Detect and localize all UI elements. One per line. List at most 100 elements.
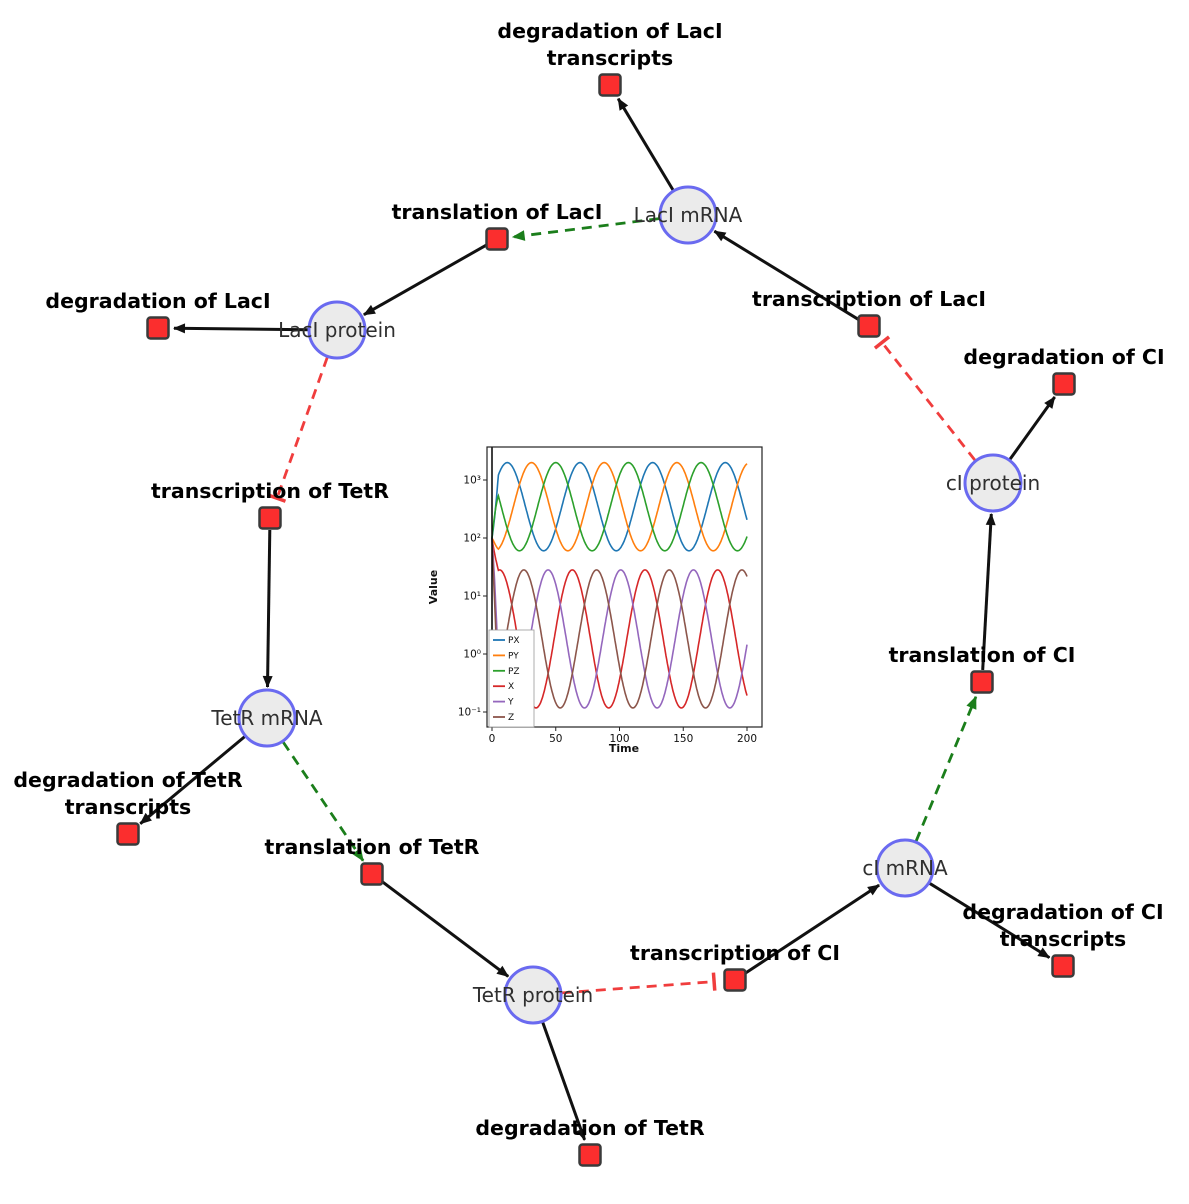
- reaction-label: degradation of LacI: [45, 289, 270, 313]
- y-tick-label: 10¹: [463, 591, 481, 603]
- y-tick-label: 10²: [463, 533, 481, 545]
- x-tick-label: 150: [673, 733, 693, 745]
- reaction-label: transcripts: [547, 46, 674, 70]
- edge-production-tx_tetr-to-tetr_mrna: [262, 529, 273, 688]
- legend-label-px: PX: [508, 636, 520, 646]
- species-label: TetR mRNA: [210, 706, 323, 730]
- y-tick-label: 10³: [463, 475, 481, 487]
- series-line-z: [491, 537, 748, 709]
- chart-axes: 10⁻¹ 10⁰ 10¹ 10² 10³ 0 50 100 150 200: [458, 446, 763, 745]
- reaction-square: [258, 506, 282, 530]
- edge-modifier-laci_mrna-to-tl_laci: [511, 217, 660, 241]
- reaction-label: transcription of TetR: [151, 479, 389, 503]
- reaction-label: transcription of LacI: [752, 287, 986, 311]
- edge-consumption-tetr_mrna-to-deg_tetr_tx: [139, 735, 246, 825]
- edge-production-tl_tetr-to-tetr_protein: [380, 880, 510, 978]
- reaction-label: transcripts: [65, 795, 192, 819]
- legend-box: [488, 629, 535, 728]
- reaction-label: translation of CI: [889, 643, 1076, 667]
- x-tick-label: 50: [549, 733, 562, 745]
- reaction-node-transcription-of-laci: transcription of LacI: [752, 287, 986, 338]
- reaction-label: degradation of CI: [963, 345, 1164, 369]
- legend-label-y: Y: [507, 698, 514, 708]
- edge-layer: [139, 97, 1056, 1141]
- reaction-node-degradation-of-tetr: degradation of TetR: [475, 1116, 705, 1167]
- edge-consumption-ci_protein-to-deg_ci: [1008, 396, 1056, 461]
- edge-consumption-ci_mrna-to-deg_ci_tx: [928, 882, 1051, 959]
- reaction-node-degradation-of-tetr-transcripts: degradation of TetR transcripts: [13, 768, 243, 846]
- species-label: cI protein: [946, 471, 1040, 495]
- reaction-label: transcription of CI: [630, 941, 840, 965]
- reaction-node-transcription-of-tetr: transcription of TetR: [151, 479, 389, 530]
- edge-consumption-tetr_protein-to-deg_tetr: [541, 1021, 587, 1141]
- reaction-label: degradation of CI: [962, 900, 1163, 924]
- series-line-px: [491, 461, 748, 552]
- edge-production-tl_ci-to-ci_protein: [981, 513, 996, 671]
- species-circle: [503, 965, 563, 1025]
- reaction-label: translation of LacI: [392, 200, 603, 224]
- y-tick-label: 10⁻¹: [458, 707, 481, 719]
- species-label: LacI mRNA: [634, 203, 743, 227]
- x-axis-label: Time: [609, 742, 639, 755]
- reaction-square: [146, 316, 170, 340]
- series-line-x: [491, 537, 748, 709]
- species-circle: [658, 185, 718, 245]
- reaction-node-degradation-of-laci: degradation of LacI: [45, 289, 271, 340]
- edge-production-tx_ci-to-ci_mrna: [744, 883, 880, 975]
- reaction-label: degradation of TetR: [13, 768, 242, 792]
- reaction-square: [485, 227, 509, 251]
- legend-label-pz: PZ: [508, 667, 520, 677]
- species-node-laci-mrna: LacI mRNA: [634, 185, 743, 245]
- species-label: cI mRNA: [862, 856, 948, 880]
- species-node-ci-protein: cI protein: [946, 453, 1040, 513]
- reaction-node-translation-of-laci: translation of LacI: [392, 200, 603, 251]
- chart-curves: [491, 447, 748, 727]
- series-line-pz: [491, 461, 748, 552]
- reaction-square: [578, 1143, 602, 1167]
- reaction-square: [970, 670, 994, 694]
- reaction-node-degradation-of-ci-transcripts: degradation of CI transcripts: [962, 900, 1164, 978]
- plot-border: [486, 446, 763, 728]
- reaction-square: [116, 822, 140, 846]
- legend-label-z: Z: [508, 713, 514, 723]
- species-node-laci-protein: LacI protein: [278, 300, 396, 360]
- species-circle: [963, 453, 1023, 513]
- species-node-ci-mrna: cI mRNA: [862, 838, 948, 898]
- x-tick-label: 200: [737, 733, 757, 745]
- species-node-tetr-mrna: TetR mRNA: [210, 688, 323, 748]
- species-label: LacI protein: [278, 318, 396, 342]
- species-circle: [307, 300, 367, 360]
- edge-consumption-laci_protein-to-deg_laci: [173, 323, 309, 334]
- edge-production-tx_laci-to-laci_mrna: [713, 229, 860, 321]
- reaction-label: translation of TetR: [265, 835, 480, 859]
- edge-inhibition-tetr_protein-to-tx_ci: [561, 972, 717, 995]
- y-axis-label: Value: [427, 570, 440, 604]
- edge-consumption-laci_mrna-to-deg_laci_tx: [616, 97, 675, 191]
- edge-modifier-ci_mrna-to-tl_ci: [914, 695, 978, 842]
- reaction-square: [1051, 954, 1075, 978]
- edge-production-tl_laci-to-laci_protein: [363, 243, 488, 317]
- x-tick-label: 100: [609, 733, 629, 745]
- species-circle: [237, 688, 297, 748]
- reaction-node-translation-of-tetr: translation of TetR: [265, 835, 480, 886]
- series-line-py: [491, 461, 748, 552]
- species-circle: [875, 838, 935, 898]
- reaction-node-translation-of-ci: translation of CI: [889, 643, 1076, 694]
- reaction-square: [1052, 372, 1076, 396]
- x-tick-label: 0: [489, 733, 496, 745]
- legend-label-x: X: [508, 682, 514, 692]
- reaction-label: transcripts: [1000, 927, 1127, 951]
- y-tick-label: 10⁰: [463, 649, 481, 661]
- species-label: TetR protein: [472, 983, 593, 1007]
- reaction-square: [723, 968, 747, 992]
- species-node-tetr-protein: TetR protein: [472, 965, 593, 1025]
- edge-inhibition-ci_protein-to-tx_laci: [873, 335, 977, 462]
- series-line-y: [491, 537, 748, 709]
- edge-inhibition-laci_protein-to-tx_tetr: [267, 356, 329, 503]
- reaction-square: [360, 862, 384, 886]
